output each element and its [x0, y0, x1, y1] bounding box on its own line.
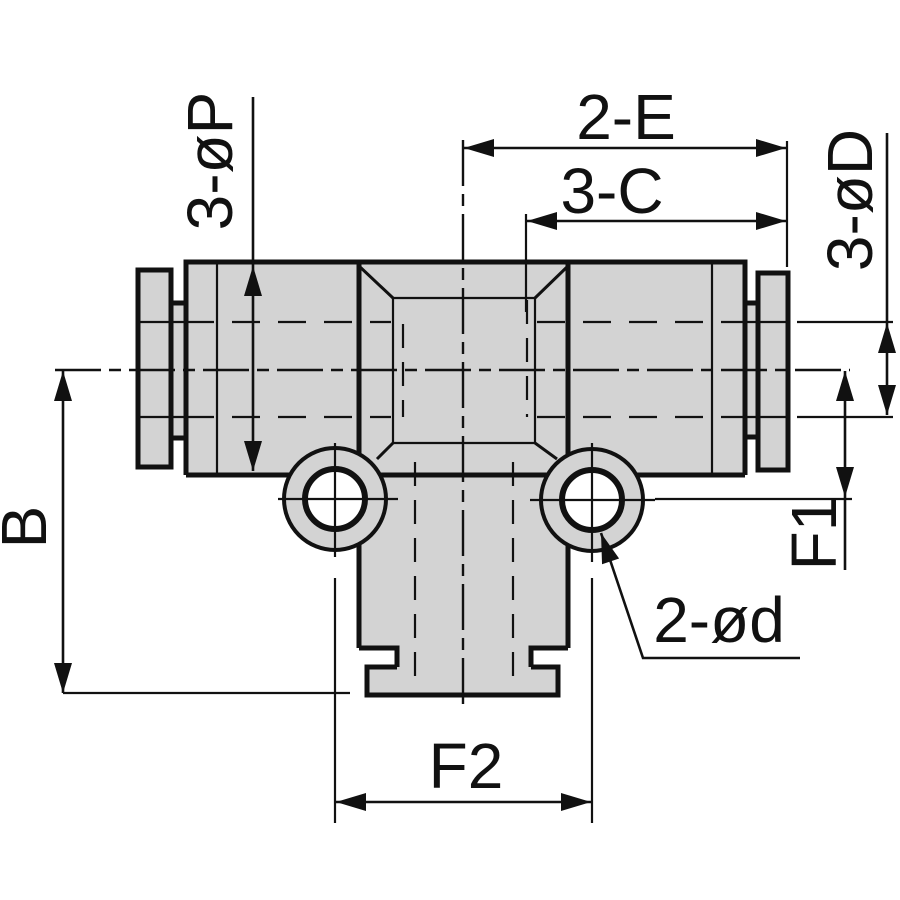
- label-3oD: 3-øD: [814, 129, 886, 271]
- hex-face: [391, 296, 537, 445]
- cartridge-seams: [215, 263, 714, 474]
- label-F2: F2: [429, 730, 504, 802]
- tube-stop-hidden-lines: [401, 300, 529, 417]
- bore-hidden-lines: [186, 320, 745, 419]
- branch-bore-hidden-lines: [413, 462, 515, 690]
- right-release-collar: [755, 270, 791, 473]
- leader-line-2od: [599, 532, 800, 660]
- hole-crosshairs: [278, 443, 655, 562]
- fitting-outline: [55, 97, 893, 823]
- hex-chamfer-lines: [357, 264, 570, 461]
- label-3C: 3-C: [560, 155, 663, 227]
- label-2od: 2-ød: [653, 584, 785, 656]
- main-barrel: [183, 259, 748, 478]
- branch-neck: [359, 645, 568, 667]
- label-3oP: 3-øP: [174, 92, 246, 231]
- label-2E: 2-E: [576, 81, 676, 153]
- dimension-labels: 2-E 3-C 2-ød F2 3-øP 3-øD B F1: [0, 81, 886, 802]
- collar-bore-lines: [139, 320, 788, 419]
- label-B: B: [0, 506, 60, 549]
- left-release-collar: [135, 267, 174, 470]
- hex-boss-sides: [356, 262, 571, 648]
- label-F1: F1: [778, 496, 850, 571]
